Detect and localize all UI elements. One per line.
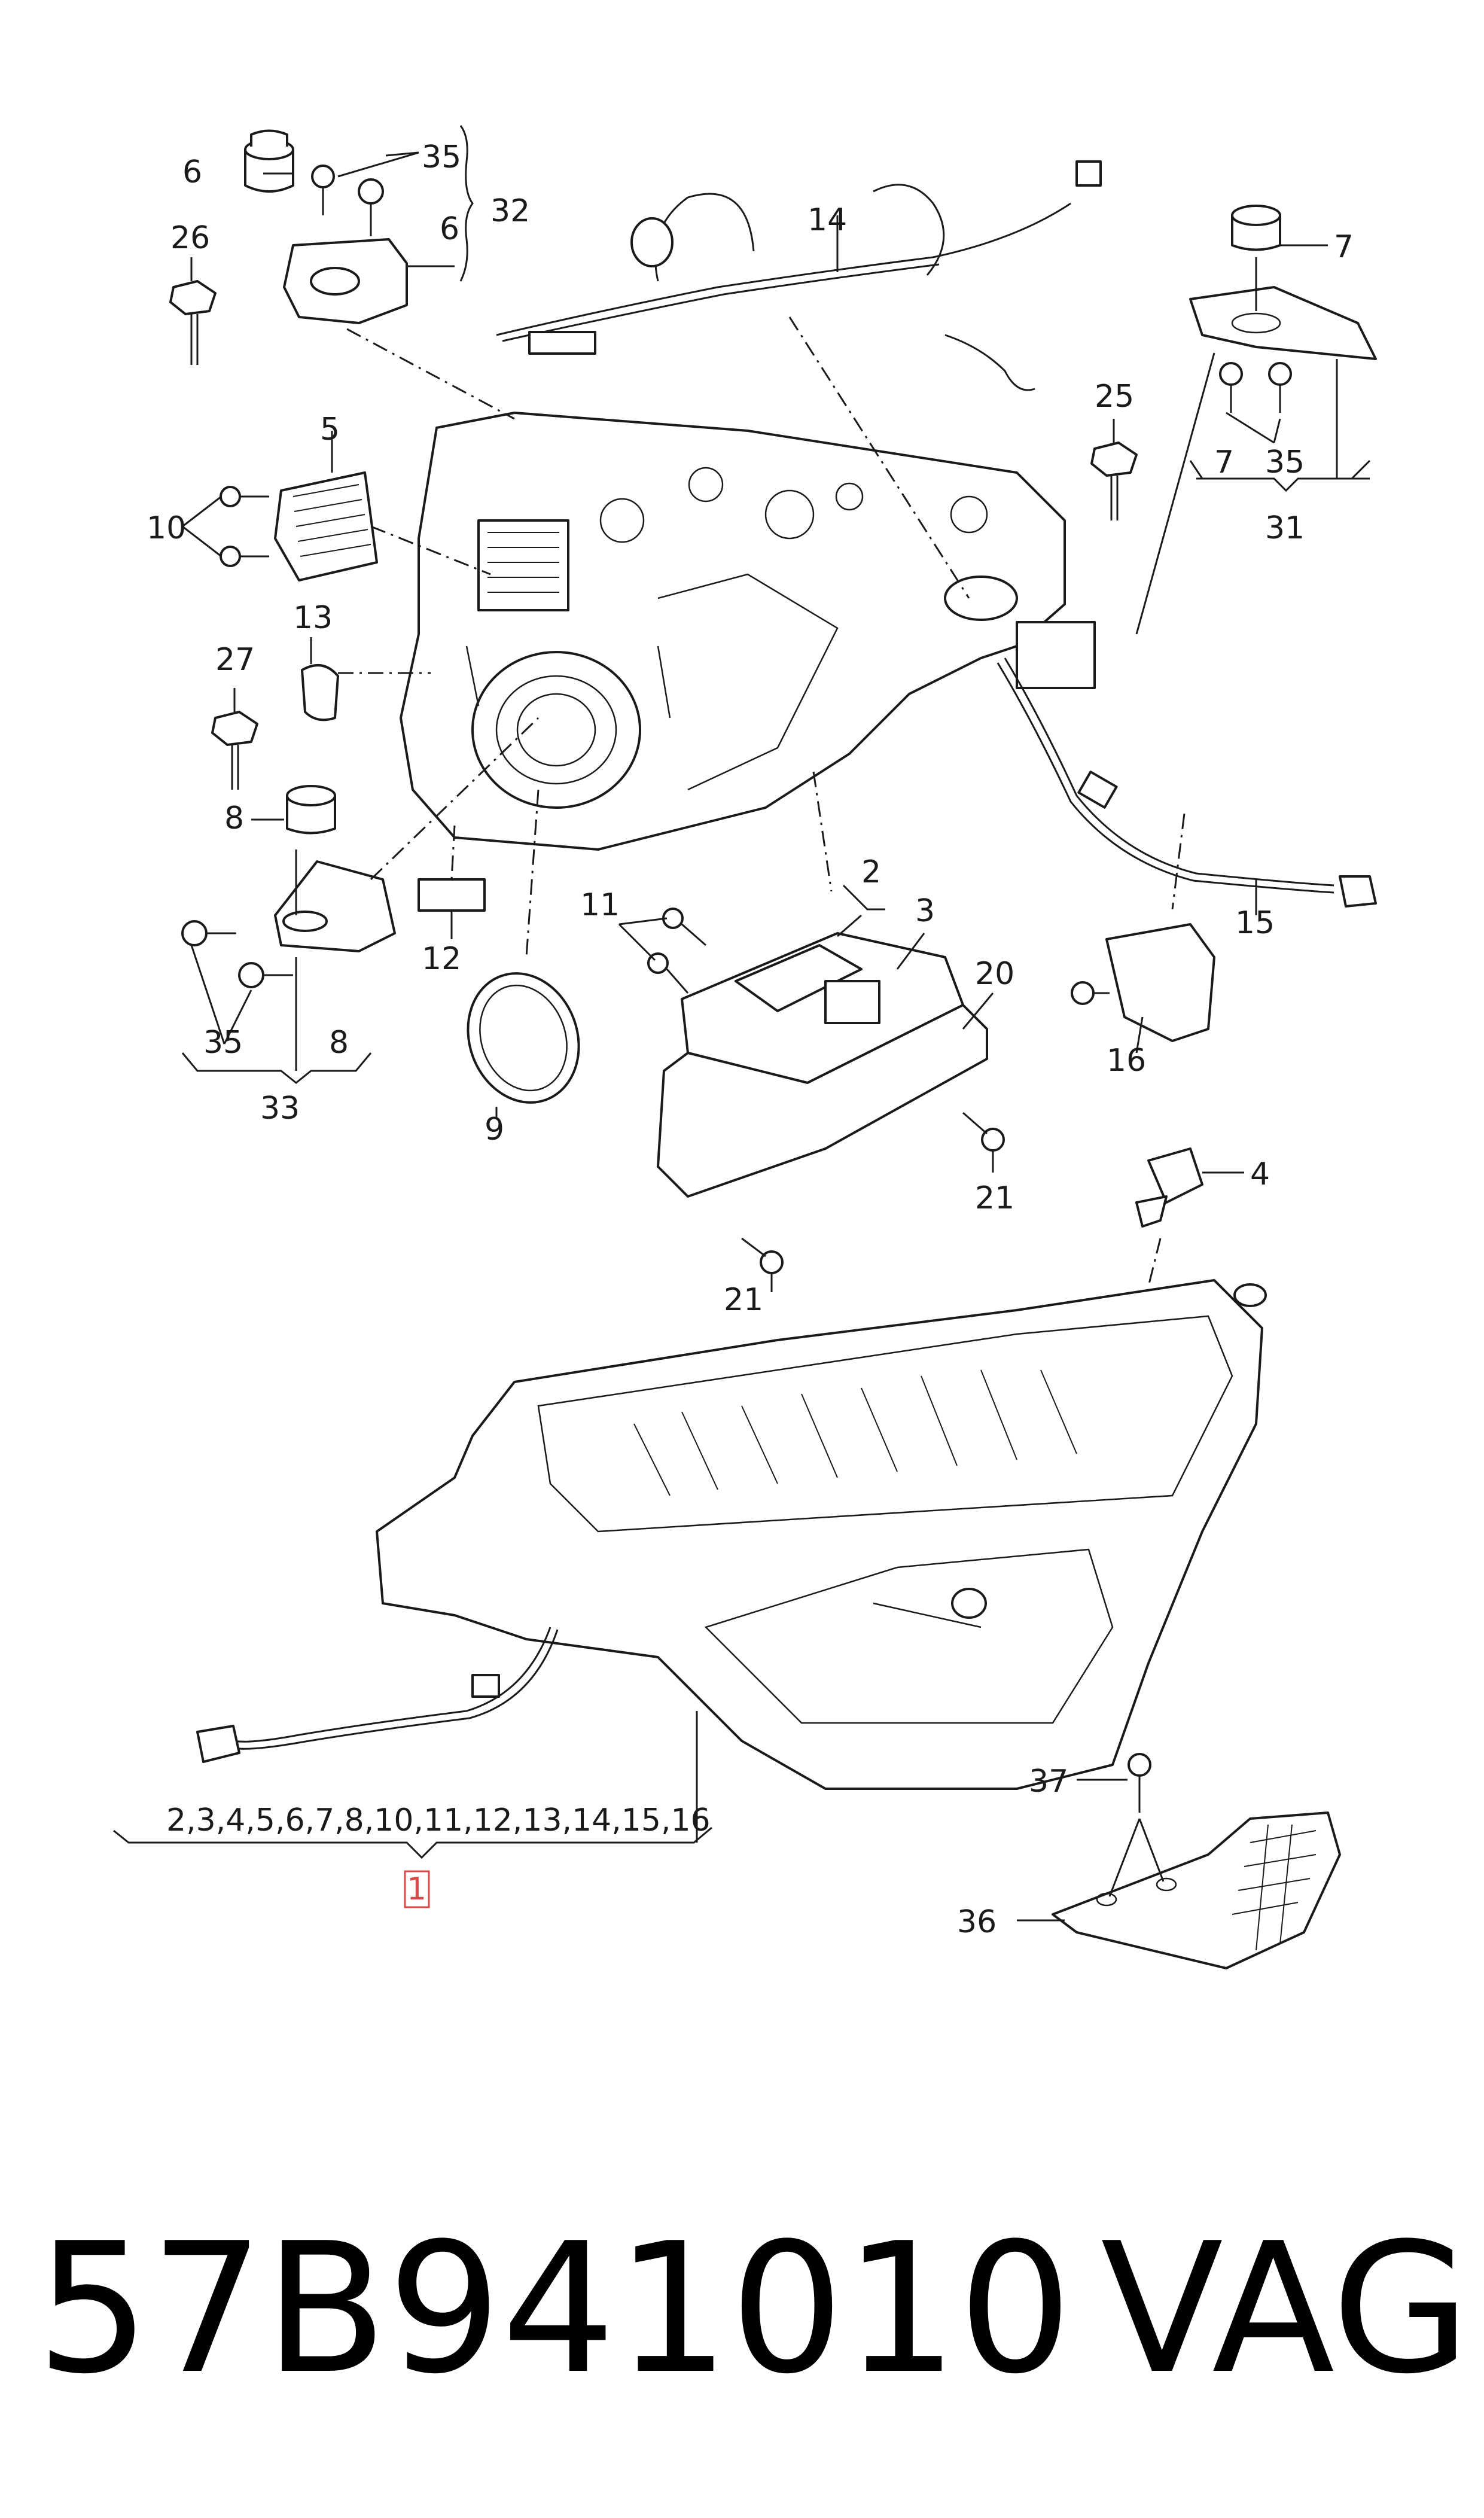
callout-35-top: 35 bbox=[422, 139, 461, 175]
assembly-contents-list: 2,3,4,5,6,7,8,10,11,12,13,14,15,16 bbox=[166, 1803, 711, 1838]
part-3-control-unit bbox=[657, 932, 988, 1198]
lower-cable bbox=[196, 1627, 559, 1763]
part-13-clip bbox=[301, 664, 339, 721]
part-14-wiring-harness bbox=[496, 160, 1102, 391]
part-12-label bbox=[418, 878, 486, 912]
callout-35-lower: 35 bbox=[203, 1025, 243, 1061]
callout-7-right: 7 bbox=[1214, 444, 1234, 480]
callout-25: 25 bbox=[1095, 379, 1134, 415]
part-11-screws bbox=[647, 908, 706, 994]
callout-15: 15 bbox=[1235, 905, 1275, 941]
callout-21-right: 21 bbox=[975, 1180, 1014, 1216]
callout-3: 3 bbox=[915, 893, 935, 929]
callout-35-right: 35 bbox=[1265, 444, 1305, 480]
callout-8-lower: 8 bbox=[329, 1025, 349, 1061]
callout-11: 11 bbox=[580, 887, 620, 923]
part-10-screws bbox=[220, 486, 269, 567]
callout-5: 5 bbox=[320, 412, 340, 447]
callout-16: 16 bbox=[1107, 1043, 1146, 1079]
callout-33: 33 bbox=[260, 1091, 300, 1126]
callout-26: 26 bbox=[170, 220, 210, 256]
callout-32: 32 bbox=[490, 193, 530, 229]
callout-8-top: 8 bbox=[224, 800, 244, 836]
callout-6-top: 6 bbox=[182, 154, 202, 190]
callout-21-lower: 21 bbox=[724, 1282, 763, 1318]
callout-36: 36 bbox=[957, 1904, 997, 1940]
callout-20: 20 bbox=[975, 956, 1014, 992]
part-31-bracket bbox=[1189, 286, 1377, 360]
part-1-highlight-box bbox=[404, 1870, 430, 1908]
part-35-screws-top bbox=[311, 165, 384, 236]
part-15-cable bbox=[997, 657, 1377, 908]
part-35-screws-right bbox=[1219, 362, 1292, 413]
headlamp-assembly bbox=[376, 1279, 1267, 1790]
brand-name: VAG bbox=[1101, 2205, 1471, 2413]
part-6-cap-nut bbox=[244, 129, 294, 193]
part-4-bulb bbox=[1135, 1147, 1203, 1228]
part-37-screw bbox=[1128, 1753, 1151, 1813]
callout-37: 37 bbox=[1029, 1764, 1068, 1800]
callout-13: 13 bbox=[293, 600, 333, 636]
part-9-cover bbox=[467, 972, 580, 1104]
callout-10: 10 bbox=[147, 510, 186, 546]
part-36-bracket bbox=[1052, 1811, 1341, 1969]
part-8-nut bbox=[286, 785, 336, 835]
part-26-bolt bbox=[169, 280, 217, 365]
diagram-svg: 6 35 32 6 26 14 7 25 5 7 35 31 10 13 27 … bbox=[113, 125, 1377, 1969]
headlamp-housing bbox=[400, 412, 1096, 851]
part-25-bolt bbox=[1090, 442, 1138, 520]
callout-4: 4 bbox=[1250, 1156, 1270, 1192]
callout-1: 1 bbox=[407, 1871, 426, 1907]
part-number: 57B941010 bbox=[36, 2205, 1072, 2413]
part-35-screws-lower bbox=[181, 920, 293, 988]
callout-6-mid: 6 bbox=[440, 211, 459, 247]
callout-27: 27 bbox=[215, 642, 255, 678]
callout-31: 31 bbox=[1265, 510, 1305, 546]
part-16-motor bbox=[1071, 923, 1215, 1042]
part-21-screws bbox=[741, 1112, 1005, 1274]
callout-2: 2 bbox=[861, 854, 881, 890]
part-5-cover bbox=[274, 471, 378, 581]
callout-12: 12 bbox=[422, 941, 461, 977]
part-7-nut bbox=[1231, 205, 1281, 251]
callout-9: 9 bbox=[484, 1112, 504, 1147]
footer: 57B941010 VAG bbox=[36, 2205, 1470, 2413]
callout-7-top: 7 bbox=[1334, 229, 1354, 265]
part-33-bracket bbox=[274, 860, 396, 952]
part-6-bracket bbox=[283, 238, 408, 324]
part-27-bolt bbox=[211, 711, 258, 790]
callout-14: 14 bbox=[807, 202, 847, 238]
